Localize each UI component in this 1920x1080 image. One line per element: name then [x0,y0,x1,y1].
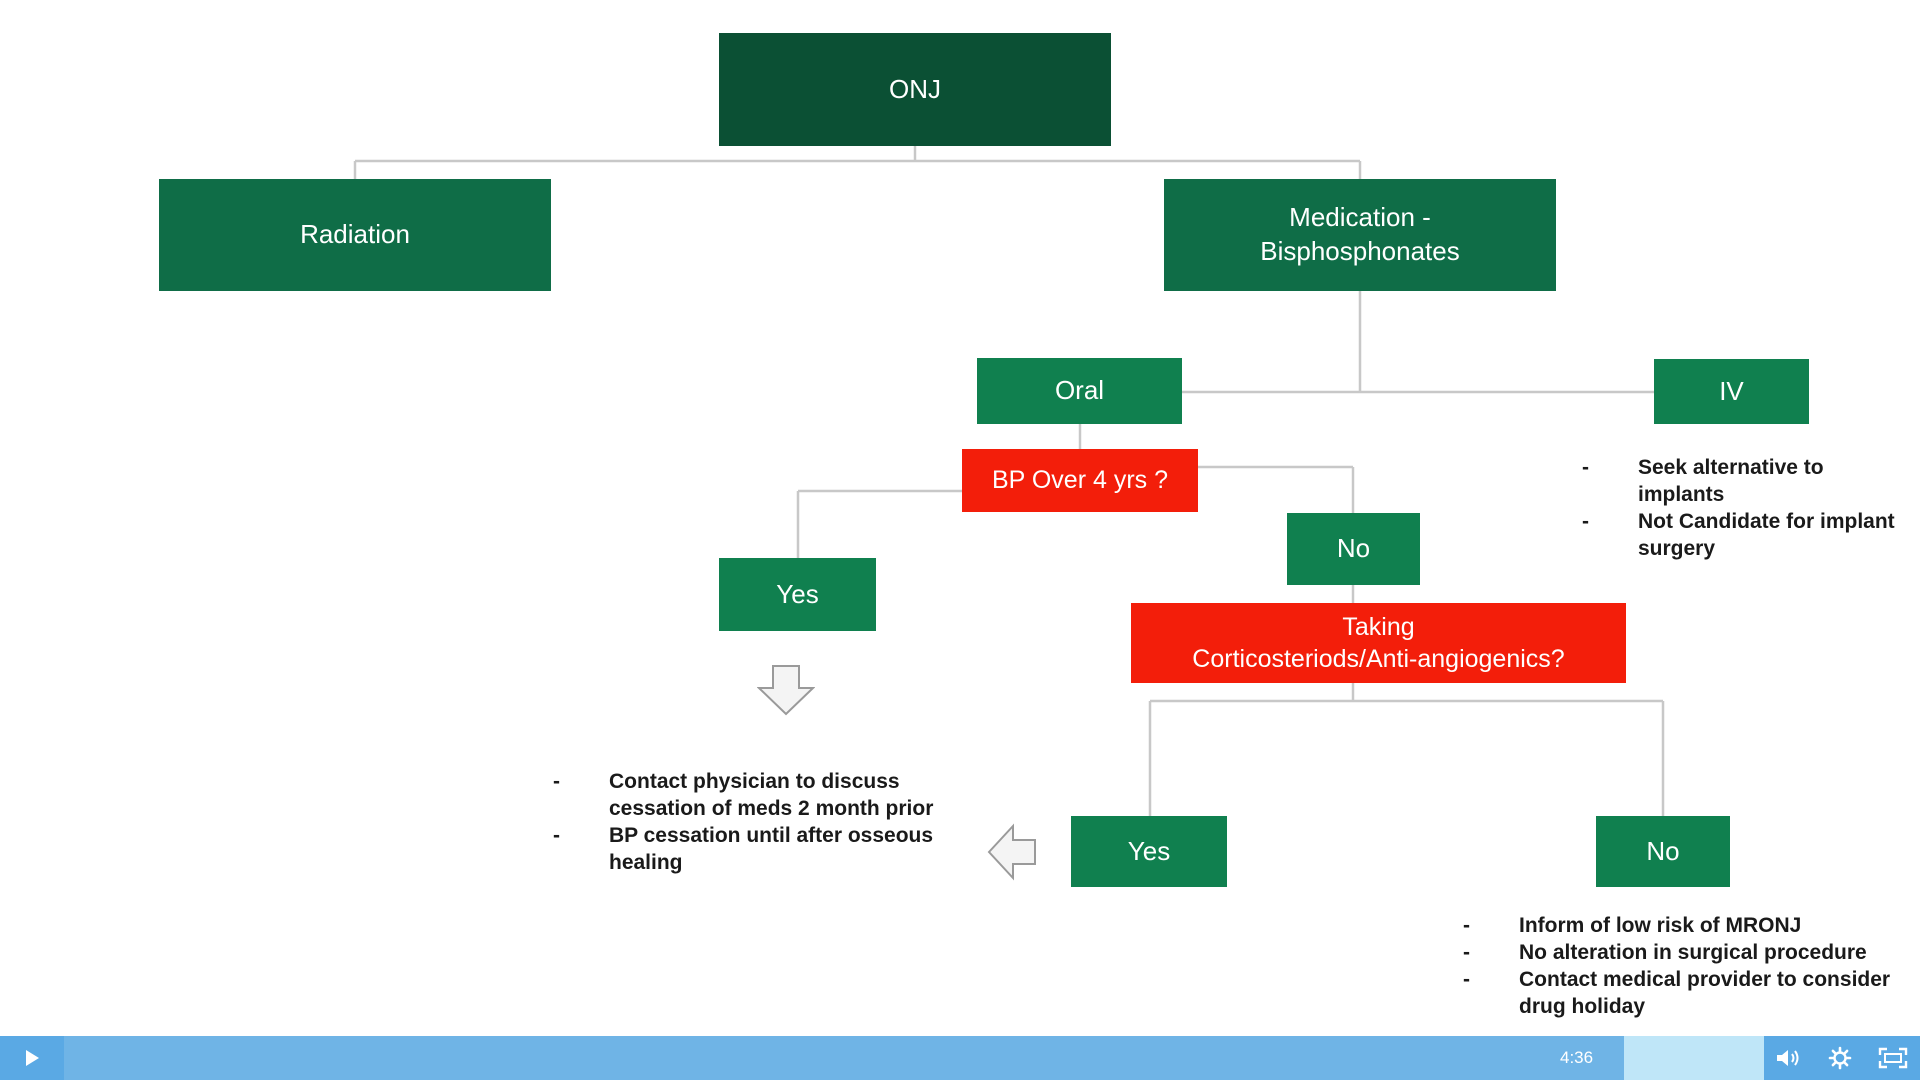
node-medication: Medication - Bisphosphonates [1164,179,1556,291]
fullscreen-icon [1878,1047,1908,1069]
node-oral: Oral [977,358,1182,424]
play-button[interactable] [0,1036,64,1080]
node-bp-no-label: No [1336,533,1371,564]
yes-notes: - Contact physician to discuss cessation… [553,768,953,876]
volume-slider[interactable] [1624,1036,1764,1080]
note-text: No alteration in surgical procedure [1519,941,1867,964]
time-display: 4:36 [1560,1048,1594,1067]
bullet-dash: - [1463,914,1470,937]
no-notes: - Inform of low risk of MRONJ - No alter… [1463,912,1913,1020]
list-item: - BP cessation until after osseous heali… [553,822,953,876]
node-bp-question-label: BP Over 4 yrs ? [992,466,1168,495]
settings-button[interactable] [1814,1036,1866,1080]
arrow-left-icon [987,823,1036,881]
node-radiation: Radiation [159,179,551,291]
settings-icon [1828,1046,1852,1070]
list-item: - Not Candidate for implant surgery [1582,508,1912,562]
node-oral-label: Oral [1054,375,1105,406]
node-cortico-no-label: No [1646,835,1680,866]
node-iv: IV [1654,359,1809,424]
iv-notes: - Seek alternative to implants - Not Can… [1582,454,1912,562]
note-text: Inform of low risk of MRONJ [1519,914,1802,937]
node-bp-question: BP Over 4 yrs ? [962,449,1198,512]
video-player-bar: 4:36 [0,1036,1920,1080]
node-medication-label: Medication - Bisphosphonates [1260,202,1460,266]
node-bp-yes-label: Yes [776,578,819,609]
bullet-dash: - [1463,941,1470,964]
play-icon [26,1050,39,1066]
arrow-down-icon [757,665,815,716]
volume-button[interactable] [1764,1036,1814,1080]
node-cortico-question: Taking Corticosteriods/Anti-angiogenics? [1131,603,1626,683]
bullet-dash: - [1463,968,1470,991]
node-cortico-question-label: Taking Corticosteriods/Anti-angiogenics? [1192,612,1565,674]
node-onj: ONJ [719,33,1111,146]
node-bp-no: No [1287,513,1420,585]
list-item: - Seek alternative to implants [1582,454,1912,508]
node-bp-yes: Yes [719,558,876,631]
note-text: Contact physician to discuss cessation o… [609,770,934,820]
list-item: - Contact medical provider to consider d… [1463,966,1913,1020]
fullscreen-button[interactable] [1866,1036,1920,1080]
node-onj-label: ONJ [889,73,941,104]
note-text: Contact medical provider to consider dru… [1519,968,1891,1018]
list-item: - Inform of low risk of MRONJ [1463,912,1913,939]
bullet-dash: - [553,824,560,847]
note-text: Seek alternative to implants [1638,456,1824,506]
node-cortico-yes-label: Yes [1127,835,1171,866]
bullet-dash: - [1582,510,1589,533]
note-text: Not Candidate for implant surgery [1638,510,1895,560]
node-cortico-yes: Yes [1071,816,1227,887]
node-cortico-no: No [1596,816,1730,887]
note-text: BP cessation until after osseous healing [609,824,934,874]
bullet-dash: - [553,770,560,793]
volume-icon [1777,1050,1799,1066]
node-iv-label: IV [1719,375,1744,406]
list-item: - Contact physician to discuss cessation… [553,768,953,822]
progress-track[interactable] [64,1036,1624,1080]
list-item: - No alteration in surgical procedure [1463,939,1913,966]
node-radiation-label: Radiation [300,219,410,250]
bullet-dash: - [1582,456,1589,479]
